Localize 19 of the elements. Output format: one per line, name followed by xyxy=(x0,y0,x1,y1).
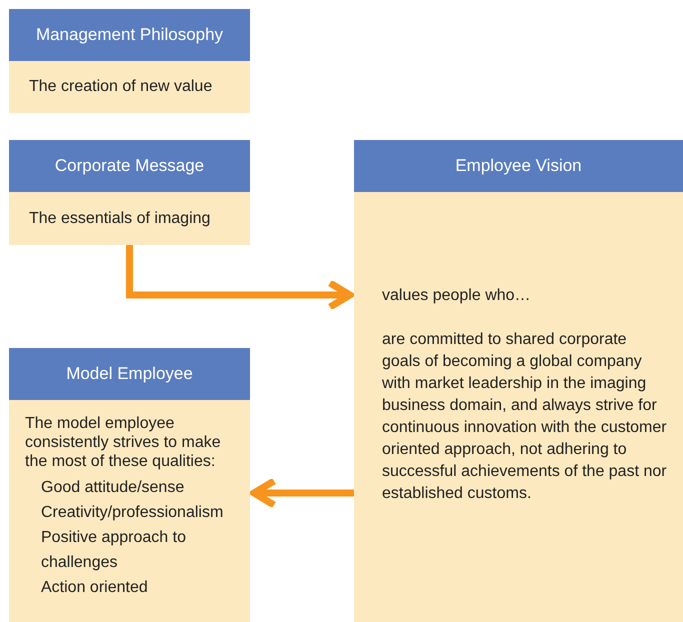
panel xyxy=(9,9,250,113)
quality-item: Action oriented xyxy=(40,578,149,598)
quality-item: Creativity/professionalism xyxy=(40,503,224,523)
panel-header: Management Philosophy xyxy=(9,9,250,61)
vision-text: values people who… xyxy=(382,286,532,306)
panel xyxy=(354,140,683,622)
panel-header: Model Employee xyxy=(9,348,250,400)
intro-text: The model employee consistently strives to make the most of these qualities: xyxy=(25,414,222,471)
quality-item: Positive approach to challenges xyxy=(40,528,187,573)
arrow xyxy=(126,245,354,310)
arrow xyxy=(250,478,354,508)
panel xyxy=(9,140,250,245)
panel-text: The essentials of imaging xyxy=(29,208,210,228)
panel-header: Employee Vision xyxy=(354,140,683,192)
panel-text: The creation of new value xyxy=(29,77,212,97)
vision-text: are committed to shared corporate goals of becoming a global company with market leadership in the imaging business domain, and always strive for continuous innovation with the customer oriented approach, not adhering to successful achievements of the past nor established customs. xyxy=(382,330,667,504)
panel xyxy=(9,348,250,622)
panel-header: Corporate Message xyxy=(9,140,250,192)
quality-item: Good attitude/sense xyxy=(40,478,186,498)
